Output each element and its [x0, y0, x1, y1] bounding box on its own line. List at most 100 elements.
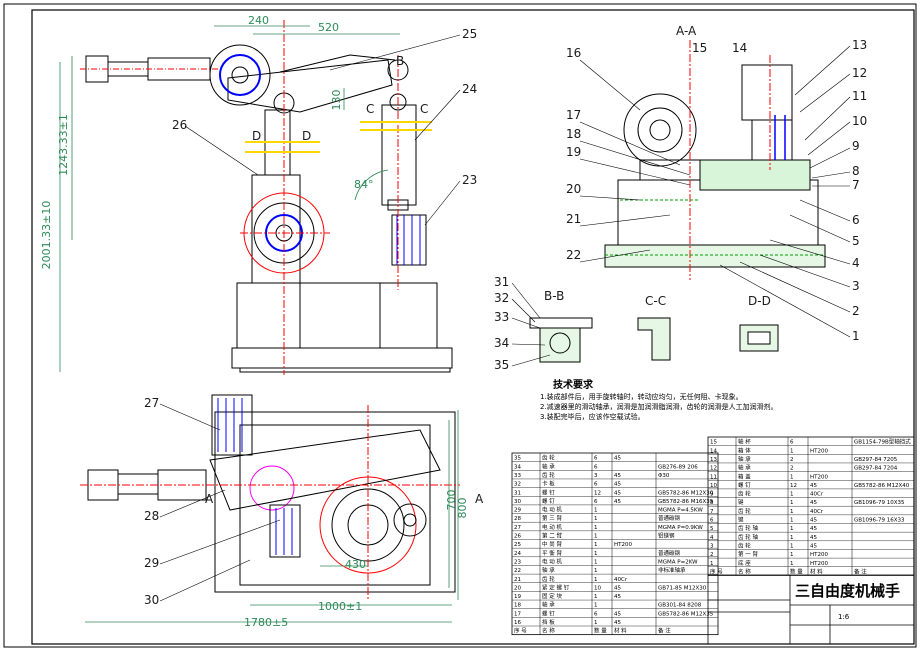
bom-cell: 1: [594, 534, 598, 540]
bom-cell: 15: [710, 440, 717, 446]
bom-cell: GB276-89 206: [658, 464, 698, 470]
bom-cell: 45: [614, 473, 621, 479]
bom-cell: 10: [594, 585, 601, 591]
bom-cell: 45: [614, 482, 621, 488]
bom-cell: 32: [514, 482, 521, 488]
tech-title: 技术要求: [553, 378, 594, 391]
bom-cell: 电 动 机: [542, 557, 562, 565]
mark-d-right: D: [302, 129, 311, 143]
bom-cell: 6: [594, 482, 598, 488]
bom-cell: 19: [514, 594, 521, 600]
bom-cell: 11: [710, 474, 717, 480]
bom-cell: 齿 轮: [542, 575, 555, 583]
bom-cell: 轴 承: [738, 455, 751, 463]
bom-cell: 键: [738, 516, 744, 524]
label-5: 5: [852, 234, 860, 248]
bom-cell: 螺 钉: [542, 488, 555, 496]
dim-130: 130: [330, 90, 343, 111]
bom-cell: Φ30: [658, 473, 670, 479]
bom-cell: GB1096-79 16X33: [854, 518, 905, 524]
bom-cell: 1: [710, 561, 714, 567]
label-6: 6: [852, 213, 860, 227]
bom-cell: 螺 钉: [738, 481, 751, 489]
bom-cell: 31: [514, 490, 521, 496]
bom-cell: 34: [514, 464, 521, 470]
bom-cell: 29: [514, 508, 521, 514]
leader-lines: [159, 34, 851, 602]
label-30: 30: [144, 593, 159, 607]
label-14: 14: [732, 41, 747, 55]
bom-cell: MGMA P=4.5KW: [658, 508, 703, 514]
section-aa-view: [604, 40, 826, 280]
bom-cell: 序 号: [710, 567, 723, 575]
bom-cell: GB297-84 7204: [854, 466, 898, 472]
bom-cell: 箱 体: [738, 446, 751, 454]
bom-cell: MGMA P=0.9KW: [658, 525, 703, 531]
bom-cell: 1: [594, 577, 598, 583]
mark-d-left: D: [252, 129, 261, 143]
bom-cell: 齿 轮: [542, 471, 555, 479]
bom-cell: 备 注: [854, 567, 867, 575]
bom-cell: 6: [594, 611, 598, 617]
bom-cell: 键: [738, 498, 744, 506]
bom-cell: 45: [810, 500, 817, 506]
bom-cell: 1: [790, 518, 794, 524]
bom-cell: 33: [514, 473, 521, 479]
bom-cell: 轴 承: [542, 462, 555, 470]
bom-cell: GB297-84 7205: [854, 457, 898, 463]
bom-cell: 螺 钉: [542, 497, 555, 505]
bom-cell: 25: [514, 542, 521, 548]
label-13: 13: [852, 38, 867, 52]
bom-cell: GB1096-79 10X35: [854, 500, 905, 506]
plan-dimensions: [85, 410, 459, 623]
dim-1780: 1780±5: [244, 616, 288, 629]
dim-2001: 2001.33±10: [40, 201, 53, 270]
bom-cell: 1: [594, 594, 598, 600]
inner-frame: [31, 9, 915, 645]
dim-84deg: 84°: [354, 178, 374, 191]
dim-700: 700: [445, 490, 458, 511]
bom-cell: 2: [710, 552, 714, 558]
dim-800: 800: [456, 498, 469, 519]
bom-cell: 6: [594, 499, 598, 505]
label-27: 27: [144, 396, 159, 410]
bom-cell: 齿 轮 轴: [738, 524, 758, 532]
bom-cell: 螺 钉: [542, 609, 555, 617]
bom-cell: 10: [710, 483, 717, 489]
mark-b: B: [396, 54, 404, 68]
bom-cell: 3: [594, 473, 598, 479]
bom-cell: 轴 杯: [738, 438, 751, 446]
bom-cell: 备 注: [658, 627, 671, 635]
label-8: 8: [852, 164, 860, 178]
bom-cell: 1: [790, 474, 794, 480]
bom-cell: 6: [594, 464, 598, 470]
bom-cell: 2: [790, 466, 794, 472]
bom-cell: 6: [594, 456, 598, 462]
drawing-title: 三自由度机械手: [795, 582, 900, 600]
bom-cell: 5: [710, 526, 714, 532]
bom-cell: HT200: [810, 448, 828, 454]
bom-cell: 1: [594, 551, 598, 557]
bom-cell: 齿 轮 轴: [738, 533, 758, 541]
bom-cell: 材 料: [810, 567, 823, 575]
bom-cell: 26: [514, 534, 521, 540]
bom-cell: 45: [614, 594, 621, 600]
bom-cell: 平 衡 臂: [542, 549, 562, 557]
label-18: 18: [566, 127, 581, 141]
label-11: 11: [852, 89, 867, 103]
bom-cell: 12: [790, 483, 797, 489]
tech-line-3: 3.装配完毕后，应该作空载试验。: [540, 412, 645, 421]
bom-cell: 1: [594, 568, 598, 574]
tech-line-2: 2.减速器里的滑动轴承，润滑是加润滑脂润滑，齿轮的润滑是人工加润滑剂。: [540, 402, 778, 411]
bom-cell: 数 量: [790, 567, 803, 575]
bom-cell: 23: [514, 559, 521, 565]
bom-cell: 箱 盖: [738, 472, 751, 480]
bom-cell: 非标准轴承: [658, 566, 686, 574]
label-32: 32: [494, 291, 509, 305]
bom-cell: 1: [790, 561, 794, 567]
label-4: 4: [852, 256, 860, 270]
bom-cell: 普通碳钢: [658, 549, 681, 557]
bom-cell: 45: [614, 456, 621, 462]
